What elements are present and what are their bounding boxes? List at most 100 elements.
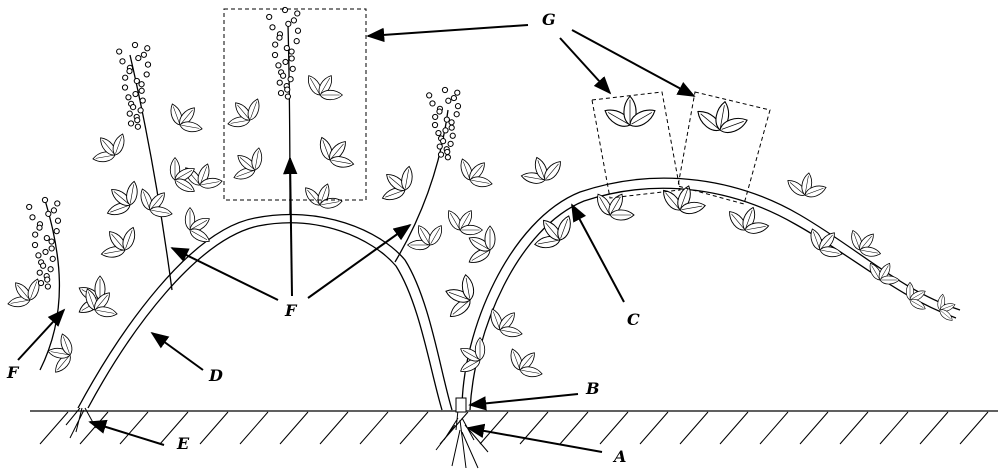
flower-bud — [46, 211, 51, 216]
flower-bud — [133, 91, 138, 96]
arrow-g-3 — [572, 30, 694, 96]
flower-bud — [281, 73, 286, 78]
ground-hatch — [200, 412, 228, 444]
leaflet — [880, 276, 899, 284]
flower-bud — [445, 155, 450, 160]
flower-bud — [45, 277, 50, 282]
flower-bud — [437, 109, 442, 114]
flower-bud — [126, 95, 131, 100]
flower-bud — [290, 66, 295, 71]
g-boxes — [224, 9, 770, 204]
flower-bud — [446, 98, 451, 103]
flower-bud — [295, 11, 300, 16]
flower-bud — [49, 239, 54, 244]
flower-bud — [432, 122, 437, 127]
flower-bud — [454, 112, 459, 117]
flower-bud — [436, 130, 441, 135]
flower-bud — [44, 235, 49, 240]
arrow-d — [152, 333, 203, 370]
label-g: G — [542, 12, 556, 28]
flower-bud — [294, 39, 299, 44]
flower-bud — [449, 125, 454, 130]
arrow-f-1 — [172, 248, 278, 300]
ground-hatch — [80, 412, 108, 444]
ground-hatch — [560, 412, 588, 444]
flower-bud — [45, 284, 50, 289]
flower-bud — [272, 52, 277, 57]
flower-bud — [427, 93, 432, 98]
ground-hatch — [800, 412, 828, 444]
ground-hatch — [960, 412, 988, 444]
ground-hatch — [840, 412, 868, 444]
leaflet — [485, 226, 495, 250]
label-c: C — [627, 312, 640, 328]
flower-bud — [55, 201, 60, 206]
ground-hatch — [40, 412, 68, 444]
flower-bud — [55, 218, 60, 223]
flower-bud — [123, 75, 128, 80]
flower-bud — [54, 229, 59, 234]
flower-bud — [42, 197, 47, 202]
arrow-e — [90, 422, 164, 445]
label-e: E — [177, 436, 189, 452]
flower-bud — [139, 88, 144, 93]
flower-bud — [33, 232, 38, 237]
flower-bud — [30, 215, 35, 220]
flower-bud — [131, 105, 136, 110]
flower-bud — [120, 59, 125, 64]
label-a: A — [614, 449, 626, 465]
flower-bud — [141, 52, 146, 57]
ground-hatch — [280, 412, 308, 444]
flower-bud — [451, 95, 456, 100]
flower-bud — [289, 49, 294, 54]
flower-bud — [132, 42, 137, 47]
leaflet — [320, 90, 342, 99]
flower-bud — [289, 56, 294, 61]
flower-bud — [445, 149, 450, 154]
flower-bud — [43, 249, 48, 254]
flower-bud — [270, 25, 275, 30]
flower-bud — [455, 104, 460, 109]
leaflet — [610, 210, 634, 220]
flower-bud — [145, 46, 150, 51]
flower-bud — [38, 280, 43, 285]
ground-hatch — [480, 412, 508, 444]
ground-hatch — [640, 412, 668, 444]
arrow-b — [470, 394, 578, 405]
ground-hatch — [720, 412, 748, 444]
arrow-a — [468, 428, 602, 452]
flower-bud — [448, 141, 453, 146]
ground-hatch — [600, 412, 628, 444]
flower-bud — [442, 87, 447, 92]
flower-bud — [144, 72, 149, 77]
flower-bud — [285, 87, 290, 92]
flower-bud — [32, 242, 37, 247]
flower-bud — [50, 256, 55, 261]
flower-bud — [443, 128, 448, 133]
flower-bud — [139, 82, 144, 87]
ground-hatch — [880, 412, 908, 444]
flower-bud — [136, 55, 141, 60]
flower-bud — [134, 78, 139, 83]
label-f-left: F — [7, 365, 18, 381]
ground — [30, 411, 998, 444]
flower-bud — [49, 246, 54, 251]
flower-bud — [449, 120, 454, 125]
flower-bud — [27, 204, 32, 209]
flower-bud — [276, 63, 281, 68]
flower-bud — [284, 45, 289, 50]
flower-bud — [117, 49, 122, 54]
ground-hatch — [240, 412, 268, 444]
ground-hatch — [320, 412, 348, 444]
flower-bud — [36, 253, 41, 258]
flower-bud — [286, 21, 291, 26]
flower-bud — [267, 14, 272, 19]
flower-bud — [138, 108, 143, 113]
ground-hatch — [680, 412, 708, 444]
flower-bud — [438, 152, 443, 157]
flower-bud — [291, 18, 296, 23]
flower-bud — [122, 85, 127, 90]
flower-bud — [273, 42, 278, 47]
flower-bud — [278, 90, 283, 95]
